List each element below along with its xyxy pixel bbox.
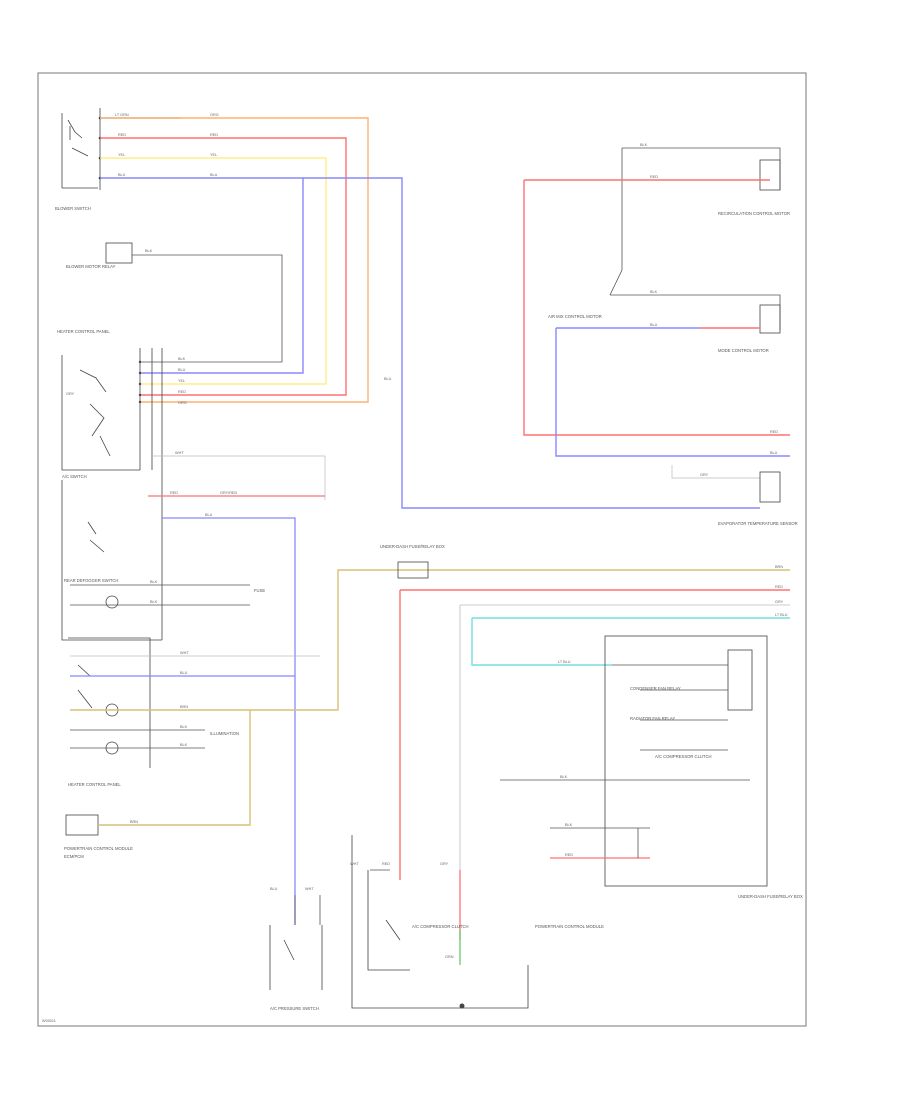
under-hood-box: CONDENSER FAN RELAY RADIATOR FAN RELAY A… [500,635,803,899]
blower-switch: BLOWER SWITCH [55,108,102,211]
air-mix-label: AIR MIX CONTROL MOTOR [548,314,602,319]
ecm-label: ECM/PCM [64,854,84,859]
rc-wire-blk: BLK [640,143,648,147]
il-wire-blk: BLK [180,725,188,729]
wire-label-gry-mid: GRY [775,600,784,604]
blower-switch-label: BLOWER SWITCH [55,206,91,211]
hc-wire-blk: BLK [178,357,186,361]
ac-wire-red: RED [170,491,178,495]
wire-red-right [523,180,790,436]
radiator-fan-label: RADIATOR FAN RELAY [630,716,675,721]
wire-label-wht: WHT [175,451,184,455]
wire-label-ltgrn: LT GRN [115,113,129,117]
wire-label-blu: BLU [210,173,218,177]
wire-label-ltblu-mid: LT BLU [775,613,788,617]
mode-control-motor: BLK BLU AIR MIX CONTROL MOTOR MODE CONTR… [548,290,781,353]
evaporator-sensor: GRY EVAPORATOR TEMPERATURE SENSOR [671,465,798,526]
wire-blue-right [555,328,790,457]
wire-gray-mid [459,604,790,870]
cr-wire-red: RED [382,862,390,866]
heater-control-panel: HEATER CONTROL PANEL GRY BLK BLU YEL RED… [57,329,187,640]
wire-blue-top [100,177,304,374]
blower-relay-label: BLOWER MOTOR RELAY [66,264,116,269]
wire-cyan-mid [471,617,790,666]
fuse-label: FUSE [254,588,265,593]
ps-wire-wht: WHT [305,887,314,891]
wire-label-blu-right: BLU [770,451,778,455]
recirc-label: RECIRCULATION CONTROL MOTOR [718,211,790,216]
wire-label-ltblu-2: LT BLU [558,660,571,664]
wire-yellow-top [100,157,327,385]
cr-wire-grn: GRN [445,955,454,959]
rear-defog-label: REAR DEFOGGER SWITCH [64,578,118,583]
condenser-fan-label: CONDENSER FAN RELAY [630,686,681,691]
heater-control-label: HEATER CONTROL PANEL [57,329,110,334]
ac-wire-gryred: GRY/RED [220,491,237,495]
wire-red-top [100,137,347,396]
rd-wire-blk: BLK [150,580,158,584]
wire-gray-right [152,455,326,500]
ev-wire-gry: GRY [700,473,709,477]
ac-switch-box: RED BLU GRY/RED REAR DEFOGGER SWITCH BLK… [61,480,325,925]
uh-wire-blk-2: BLK [565,823,573,827]
wire-blue-long [303,177,760,509]
ac-pressure-label: A/C PRESSURE SWITCH [270,1006,319,1011]
blower-relay: BLK BLOWER MOTOR RELAY [66,242,283,363]
hc-wire-yel: YEL [178,379,185,383]
wire-red-mid [399,589,790,880]
evap-label: EVAPORATOR TEMPERATURE SENSOR [718,521,798,526]
hc-bottom-label: HEATER CONTROL PANEL [68,782,121,787]
wire-label-red-2: RED [118,133,126,137]
pcm-wire-brn: BRN [130,820,138,824]
wire-label-blu-3: BLU [384,377,392,381]
il-wire-brn: BRN [180,705,188,709]
mc-wire-blu: BLU [650,323,658,327]
cr-wire-wht: WHT [350,862,359,866]
rd-wire-blk-2: BLK [150,600,158,604]
under-dash-label: UNDER-DASH FUSE/RELAY BOX [380,544,445,549]
wire-label-red-mid: RED [775,585,783,589]
illumination-label: ILLUMINATION [210,731,239,736]
hc-wire-blu: BLU [178,368,186,372]
wire-label-blk: BLK [145,249,153,253]
pcm-box: BRN POWERTRAIN CONTROL MODULE ECM/PCM [64,710,251,859]
cr-wire-gry: GRY [440,862,449,866]
under-dash-connector: UNDER-DASH FUSE/RELAY BOX [380,544,445,579]
il-wire-wht: WHT [180,651,189,655]
pcm-right-label: POWERTRAIN CONTROL MODULE [535,924,604,929]
mc-wire-blk: BLK [650,290,658,294]
wire-label-red-right: RED [770,430,778,434]
ac-wire-blu: BLU [205,513,213,517]
under-hood-label: UNDER-DASH FUSE/RELAY BOX [738,894,803,899]
comp-relay-label: A/C COMPRESSOR CLUTCH [412,924,469,929]
hc-wire-red: RED [178,390,186,394]
ac-pressure-switch: BLU WHT A/C PRESSURE SWITCH [269,887,323,1011]
compressor-label: A/C COMPRESSOR CLUTCH [655,754,712,759]
rc-wire-red: RED [650,175,658,179]
compressor-relay: WHT RED GRY GRN A/C COMPRESSOR CLUTCH PO… [350,835,604,1009]
hc-wire-org: ORG [178,401,187,405]
wire-label-yel: YEL [210,153,217,157]
il-wire-blu: BLU [180,671,188,675]
wire-label-blu-2: BLU [118,173,126,177]
pcm-label: POWERTRAIN CONTROL MODULE [64,846,133,851]
wire-label-brn-mid: BRN [775,565,783,569]
illumination-box: WHT BLU BRN BLK BLK ILLUMINATION HEATER … [68,569,790,787]
wire-label-yel-2: YEL [118,153,125,157]
ps-wire-blu: BLU [270,887,278,891]
recirc-control-motor: BLK RED RECIRCULATION CONTROL MOTOR [524,143,790,296]
wire-label-red: RED [210,133,218,137]
mode-label: MODE CONTROL MOTOR [718,348,769,353]
uh-wire-blk: BLK [560,775,568,779]
diagram-frame [37,72,807,1027]
wire-orange-top [100,117,369,403]
ac-switch-label: A/C SWITCH [62,474,87,479]
wire-label-org: ORG [210,113,219,117]
il-wire-blk-2: BLK [180,743,188,747]
figure-code: W00011 [42,1019,56,1023]
hc-wire-gry: GRY [66,392,75,396]
uh-wire-red: RED [565,853,573,857]
